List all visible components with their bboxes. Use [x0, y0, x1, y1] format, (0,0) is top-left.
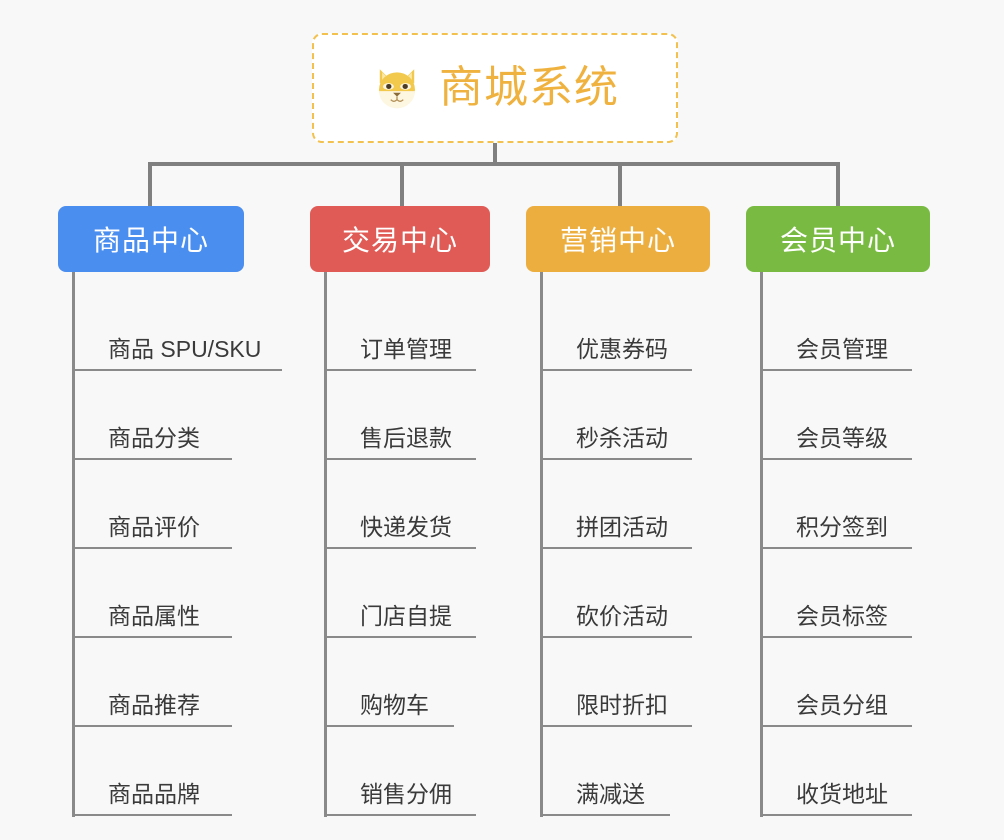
- leaf-item[interactable]: 商品评价: [72, 460, 232, 549]
- leaf-label: 秒杀活动: [576, 424, 668, 451]
- branch-label-2: 交易中心: [341, 225, 458, 256]
- branch-header-2[interactable]: 交易中心: [310, 206, 490, 272]
- branch-column-3: 营销中心 优惠券码 秒杀活动 拼团活动 砍价活动 限时折扣 满减送: [526, 206, 710, 817]
- branch-label-1: 商品中心: [92, 225, 209, 256]
- branch-column-2: 交易中心 订单管理 售后退款 快递发货 门店自提 购物车 销售分佣: [310, 206, 490, 817]
- leaf-item[interactable]: 销售分佣: [324, 727, 476, 816]
- leaf-label: 会员等级: [796, 424, 888, 451]
- leaf-item[interactable]: 售后退款: [324, 371, 476, 460]
- leaf-item[interactable]: 拼团活动: [540, 460, 692, 549]
- leaf-label: 售后退款: [360, 424, 452, 451]
- leaf-item[interactable]: 快递发货: [324, 460, 476, 549]
- leaf-item[interactable]: 商品分类: [72, 371, 232, 460]
- leaf-label: 拼团活动: [576, 513, 668, 540]
- leaf-label: 商品属性: [108, 602, 200, 629]
- leaf-label: 商品品牌: [108, 780, 200, 807]
- leaf-item[interactable]: 秒杀活动: [540, 371, 692, 460]
- leaf-label: 购物车: [360, 691, 429, 718]
- leaf-list-4: 会员管理 会员等级 积分签到 会员标签 会员分组 收货地址: [746, 272, 930, 817]
- branch-header-4[interactable]: 会员中心: [746, 206, 930, 272]
- leaf-item[interactable]: 收货地址: [760, 727, 912, 816]
- leaf-spine-3: [540, 272, 543, 817]
- connector-drop-2: [400, 162, 404, 206]
- leaf-item[interactable]: 门店自提: [324, 549, 476, 638]
- connector-drop-3: [618, 162, 622, 206]
- leaf-item[interactable]: 订单管理: [324, 282, 476, 371]
- leaf-item[interactable]: 优惠券码: [540, 282, 692, 371]
- leaf-list-2: 订单管理 售后退款 快递发货 门店自提 购物车 销售分佣: [310, 272, 490, 817]
- leaf-item[interactable]: 会员管理: [760, 282, 912, 371]
- leaf-item[interactable]: 商品 SPU/SKU: [72, 282, 282, 371]
- connector-horizontal-bus: [148, 162, 840, 166]
- leaf-label: 门店自提: [360, 602, 452, 629]
- connector-root-vertical: [493, 143, 497, 165]
- leaf-label: 商品 SPU/SKU: [108, 335, 262, 362]
- branch-label-4: 会员中心: [779, 225, 896, 256]
- leaf-item[interactable]: 限时折扣: [540, 638, 692, 727]
- leaf-spine-1: [72, 272, 75, 817]
- leaf-label: 会员分组: [796, 691, 888, 718]
- root-node[interactable]: 商城系统: [312, 33, 678, 143]
- leaf-list-3: 优惠券码 秒杀活动 拼团活动 砍价活动 限时折扣 满减送: [526, 272, 710, 817]
- leaf-label: 积分签到: [796, 513, 888, 540]
- root-title: 商城系统: [439, 63, 619, 112]
- branch-label-3: 营销中心: [559, 225, 676, 256]
- connector-drop-4: [836, 162, 840, 206]
- leaf-item[interactable]: 会员分组: [760, 638, 912, 727]
- leaf-item[interactable]: 商品推荐: [72, 638, 232, 727]
- leaf-label: 快递发货: [360, 513, 452, 540]
- leaf-label: 商品评价: [108, 513, 200, 540]
- leaf-label: 销售分佣: [360, 780, 452, 807]
- branch-header-3[interactable]: 营销中心: [526, 206, 710, 272]
- leaf-item[interactable]: 砍价活动: [540, 549, 692, 638]
- leaf-item[interactable]: 商品属性: [72, 549, 232, 638]
- leaf-label: 限时折扣: [576, 691, 668, 718]
- leaf-label: 订单管理: [360, 335, 452, 362]
- connector-drop-1: [148, 162, 152, 206]
- leaf-item[interactable]: 会员标签: [760, 549, 912, 638]
- leaf-item[interactable]: 积分签到: [760, 460, 912, 549]
- leaf-item[interactable]: 满减送: [540, 727, 670, 816]
- leaf-spine-4: [760, 272, 763, 817]
- leaf-label: 会员标签: [796, 602, 888, 629]
- shiba-dog-icon: [379, 69, 415, 109]
- branch-column-4: 会员中心 会员管理 会员等级 积分签到 会员标签 会员分组 收货地址: [746, 206, 930, 817]
- leaf-label: 商品分类: [108, 424, 200, 451]
- leaf-item[interactable]: 购物车: [324, 638, 454, 727]
- leaf-label: 商品推荐: [108, 691, 200, 718]
- leaf-item[interactable]: 会员等级: [760, 371, 912, 460]
- branch-column-1: 商品中心 商品 SPU/SKU 商品分类 商品评价 商品属性 商品推荐 商品品牌: [58, 206, 282, 817]
- leaf-label: 收货地址: [796, 780, 888, 807]
- leaf-item[interactable]: 商品品牌: [72, 727, 232, 816]
- leaf-label: 会员管理: [796, 335, 888, 362]
- branch-header-1[interactable]: 商品中心: [58, 206, 244, 272]
- leaf-label: 满减送: [576, 780, 645, 807]
- leaf-list-1: 商品 SPU/SKU 商品分类 商品评价 商品属性 商品推荐 商品品牌: [58, 272, 282, 817]
- leaf-label: 砍价活动: [576, 602, 668, 629]
- leaf-label: 优惠券码: [576, 335, 668, 362]
- leaf-spine-2: [324, 272, 327, 817]
